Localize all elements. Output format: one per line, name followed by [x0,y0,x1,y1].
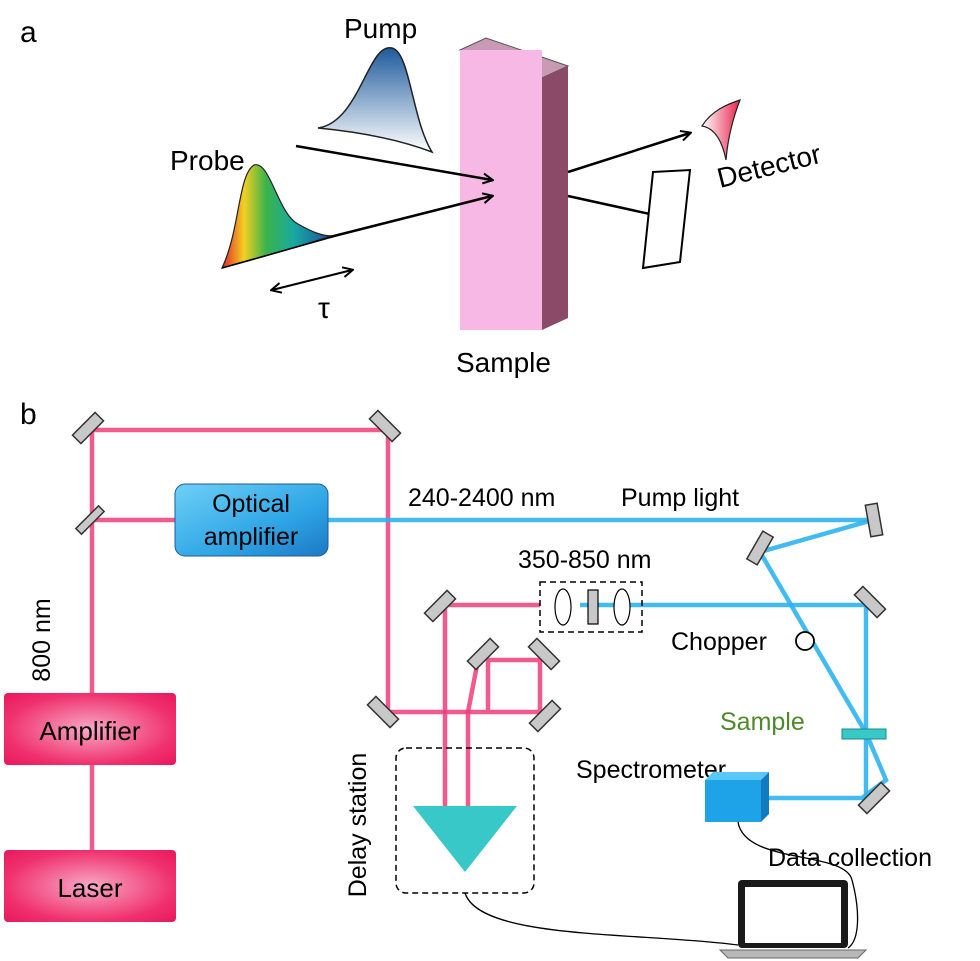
amplifier-box [4,693,176,765]
laptop-icon [718,880,868,959]
white-light-generation-box [539,581,643,633]
optical-amplifier-line2: amplifier [204,523,298,551]
data-collection-label: Data collection [768,844,932,872]
sample-plate [841,728,887,740]
probe-beam-arrow [329,196,492,239]
mirrors [71,409,891,815]
beam-block [641,168,692,270]
detector-label: Detector [714,138,824,194]
amplifier-label: Amplifier [39,716,140,746]
sample-label-b: Sample [720,708,805,736]
pump-light-label: Pump light [621,484,739,512]
optical-amplifier-box [174,483,329,557]
optical-amplifier-line1: Optical [212,490,290,518]
probe-label: Probe [170,145,245,176]
chopper-icon [795,631,815,651]
pump-label: Pump [344,13,417,44]
delay-station-cable [464,892,739,946]
lens-2 [613,588,631,626]
transmitted-probe-arrow [567,133,690,174]
pump-wavelength-label: 240-2400 nm [408,484,555,512]
spectrometer-icon [705,772,769,822]
spectrometer-label: Spectrometer [576,756,726,784]
spectrometer-cable [737,821,859,949]
delay-arrow [272,270,352,290]
crystal [587,589,599,625]
detector-icon [701,99,742,161]
pump-pulse [317,47,434,154]
lens-1 [554,588,572,626]
panel-b-label: b [20,398,37,431]
pump-beam-arrow [295,144,492,180]
delay-prism [413,806,517,872]
laser-label: Laser [57,873,122,903]
delay-station-label: Delay station [344,753,372,898]
probe-wavelength-label: 350-850 nm [518,546,651,574]
delay-symbol: τ [318,292,330,325]
sample-slab-side [542,66,568,330]
panel-a-label: a [20,16,37,49]
fundamental-wavelength-label: 800 nm [28,598,56,681]
sample-label-a: Sample [456,347,551,378]
chopper-label: Chopper [671,628,767,656]
red-beam-paths [89,427,543,860]
laser-box [4,850,176,922]
